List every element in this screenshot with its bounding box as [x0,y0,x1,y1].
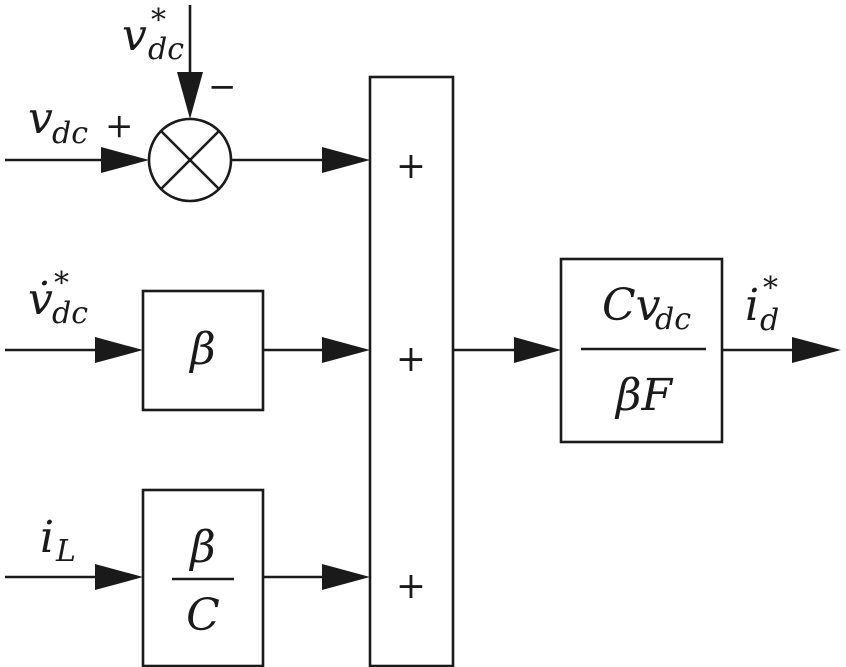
beta-over-c-to-summer-wire [263,564,370,590]
svg-text:dc: dc [148,32,184,67]
svg-text:*: * [54,266,69,301]
summer-plus-sign-2: + [396,339,426,380]
output-gain-numerator: Cv dc [602,280,691,337]
comparator-to-summer-wire [231,147,370,173]
beta-over-c-numerator: β [188,522,215,573]
svg-text:v̇: v̇ [28,274,53,325]
gain-beta-text: β [188,324,215,375]
comparator-minus-sign: − [208,67,237,107]
comparator-junction [147,117,233,203]
beta-to-summer-wire [263,337,370,363]
vdc-ref-label: v dc * [122,3,184,67]
gain-beta-block [141,289,265,412]
il-input-wire [5,564,143,590]
svg-text:i: i [40,512,54,563]
svg-text:*: * [763,271,778,306]
comparator-plus-sign: + [105,106,134,146]
summer-plus-sign-1: + [396,146,426,187]
summer-block [368,75,455,667]
vdc-input-wire [5,147,149,173]
vdc-ref-wire [177,5,203,119]
svg-text:dc: dc [52,116,88,151]
svg-text:v: v [122,10,147,61]
svg-text:v: v [28,93,53,144]
svg-text:i: i [745,280,759,331]
svg-text:dc: dc [52,296,88,331]
svg-text:d: d [760,303,779,338]
id-ref-output-wire [722,337,841,363]
vdc-label: v dc [28,93,88,151]
summer-to-output-gain-wire [453,337,561,363]
svg-text:L: L [55,534,76,569]
il-label: i L [40,512,76,569]
svg-text:Cv: Cv [602,280,661,331]
output-gain-denominator: βF [614,370,673,421]
id-ref-label: i d * [745,271,779,338]
beta-over-c-denominator: C [186,590,220,641]
svg-text:dc: dc [655,302,691,337]
vdc-dot-ref-wire [5,337,143,363]
vdc-dot-ref-label: v̇ dc * [28,266,88,331]
summer-plus-sign-3: + [396,566,426,607]
svg-text:*: * [151,3,166,38]
